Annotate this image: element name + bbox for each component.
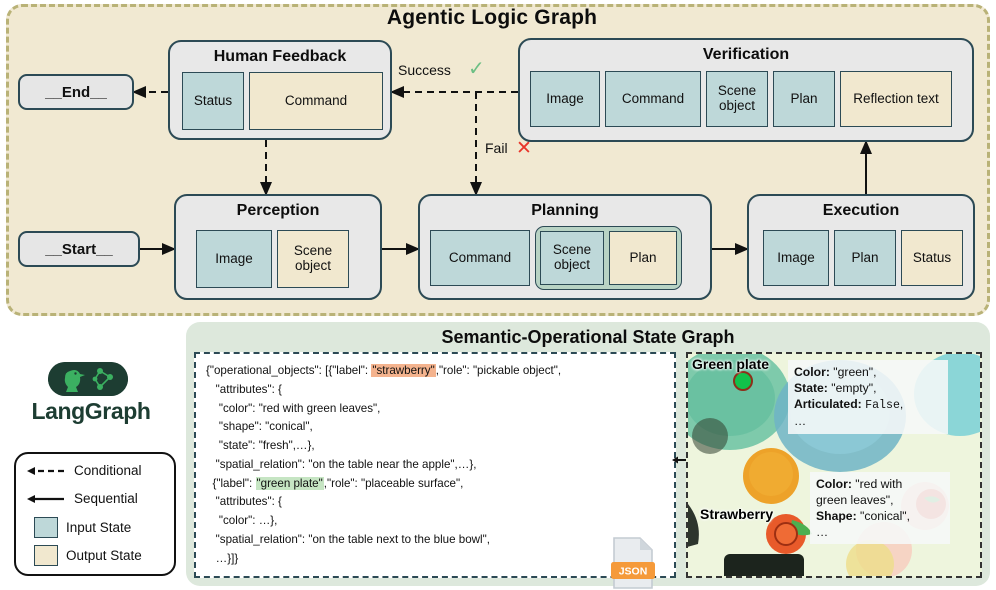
slot-execution-status[interactable]: Status [901,230,963,286]
node-verification[interactable]: Verification Image Command Scene object … [518,38,974,142]
slot-perception-scene-object[interactable]: Scene object [277,230,349,288]
node-perception-title: Perception [236,202,320,219]
edge-label-fail: Fail [485,140,508,156]
json-photo-link-arrow [672,456,688,464]
anno-plate-state-val: "empty", [831,381,877,396]
slot-verification-command[interactable]: Command [605,71,701,127]
slot-execution-image[interactable]: Image [763,230,829,286]
legend-box: Conditional Sequential Input State Outpu… [14,452,176,576]
legend-item-sequential: Sequential [24,491,138,506]
anno-straw-ellipsis: … [816,525,829,540]
legend-label-input-state: Input State [66,520,132,535]
json-state-text: {"operational_objects": [{"label": "stra… [206,364,562,565]
annotation-strawberry: Color: "red with green leaves", Shape: "… [810,472,950,545]
input-state-swatch-icon [34,517,58,538]
slot-planning-plan[interactable]: Plan [609,231,677,285]
semantic-state-graph-panel: Semantic-Operational State Graph {"opera… [186,322,990,589]
photo-label-strawberry: Strawberry [700,506,774,522]
slot-planning-command[interactable]: Command [430,230,530,286]
json-icon-label: JSON [619,566,648,578]
dashed-arrow-icon [27,466,64,475]
anno-plate-color-key: Color: [794,365,830,379]
node-planning[interactable]: Planning Command Scene object Plan [418,194,712,300]
solid-arrow-icon [27,494,64,503]
cross-mark-icon: ✕ [516,138,532,159]
anno-plate-state-key: State: [794,381,828,396]
anno-straw-shape-key: Shape: [816,509,857,524]
legend-item-output-state: Output State [24,545,142,566]
anno-straw-color-key: Color: [816,477,852,491]
photo-label-green-plate: Green plate [692,356,770,372]
node-perception[interactable]: Perception Image Scene object [174,194,382,300]
anno-plate-articulated-tail: , [899,397,904,412]
output-state-swatch-icon [34,545,58,566]
anno-straw-color-val: "red with [855,477,903,491]
anno-straw-color-val2: green leaves", [816,493,894,508]
anno-plate-articulated-val: False [865,399,900,413]
legend-item-input-state: Input State [24,517,131,538]
langgraph-logo-badge [48,362,128,396]
node-human-feedback-title: Human Feedback [213,48,347,65]
semantic-graph-title: Semantic-Operational State Graph [441,327,735,347]
legend-label-sequential: Sequential [74,491,138,506]
annotation-green-plate: Color: "green", State: "empty", Articula… [788,360,948,434]
slot-human-feedback-status[interactable]: Status [182,72,244,130]
node-human-feedback[interactable]: Human Feedback Status Command [168,40,392,140]
anno-plate-articulated-key: Articulated: [794,397,862,412]
anno-plate-ellipsis: … [794,414,807,429]
legend-item-conditional: Conditional [24,463,142,478]
planning-scene-plan-group: Scene object Plan [535,226,682,290]
terminal-start[interactable]: __Start__ [18,231,140,267]
node-planning-title: Planning [531,202,599,219]
node-execution-title: Execution [822,202,900,219]
json-state-box[interactable]: {"operational_objects": [{"label": "stra… [194,352,676,589]
legend-label-output-state: Output State [66,548,142,563]
node-verification-title: Verification [702,46,790,63]
slot-execution-plan[interactable]: Plan [834,230,896,286]
node-execution[interactable]: Execution Image Plan Status [747,194,975,300]
slot-perception-image[interactable]: Image [196,230,272,288]
agentic-graph-title: Agentic Logic Graph [386,6,598,29]
agentic-graph-edges [132,86,872,255]
slot-verification-image[interactable]: Image [530,71,600,127]
slot-verification-scene-object[interactable]: Scene object [706,71,768,127]
slot-verification-reflection-text[interactable]: Reflection text [840,71,952,127]
check-mark-icon: ✓ [468,58,485,80]
edge-label-success: Success [398,62,451,78]
scene-photo-panel[interactable]: Green plate Strawberry Color: "green", S… [686,352,982,578]
json-file-icon: JSON [611,537,655,589]
slot-human-feedback-command[interactable]: Command [249,72,383,130]
slot-verification-plan[interactable]: Plan [773,71,835,127]
legend-label-conditional: Conditional [74,463,142,478]
slot-planning-scene-object[interactable]: Scene object [540,231,604,285]
langgraph-brand-text: LangGraph [31,398,151,424]
anno-plate-color-val: "green", [833,365,877,379]
anno-straw-shape-val: "conical", [860,509,911,524]
green-plate-marker-icon [733,371,753,391]
terminal-end[interactable]: __End__ [18,74,134,110]
